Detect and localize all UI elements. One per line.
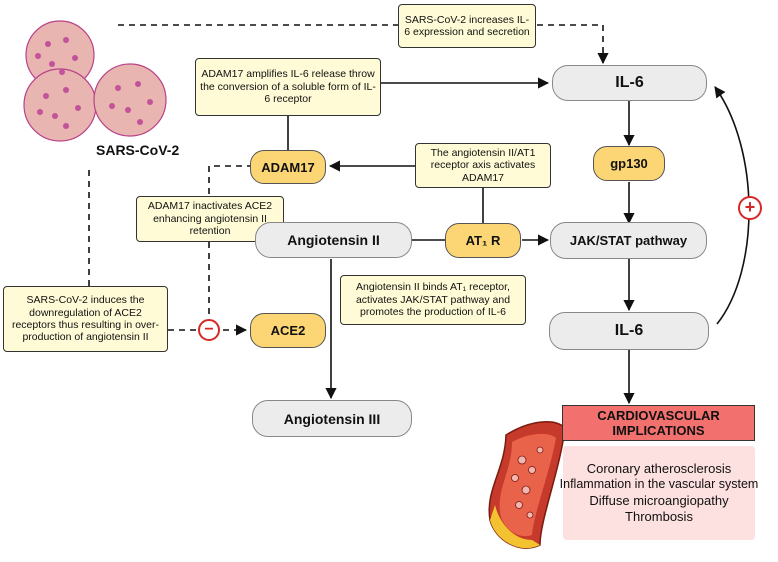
- node-at1r: AT₁ R: [445, 223, 521, 258]
- sars-cov-2-virus-illustration: [23, 20, 167, 142]
- feedback-plus-icon: +: [738, 196, 762, 220]
- note-axis-activates: The angiotensin II/AT1 receptor axis act…: [415, 143, 551, 188]
- node-gp130: gp130: [593, 146, 665, 181]
- blood-vessel-illustration: [488, 421, 566, 549]
- implication-item: Thrombosis: [625, 508, 693, 524]
- implications-header: CARDIOVASCULAR IMPLICATIONS: [562, 405, 755, 441]
- implication-item: Diffuse microangiopathy: [589, 492, 729, 508]
- dashed-adam17-to-note: [208, 165, 253, 196]
- node-il6-mid: IL-6: [549, 312, 709, 350]
- node-jak-stat: JAK/STAT pathway: [550, 222, 707, 259]
- node-adam17: ADAM17: [250, 150, 326, 184]
- inhibition-minus-icon: −: [198, 319, 220, 341]
- note-angii-binds: Angiotensin II binds AT₁ receptor, activ…: [340, 275, 526, 325]
- virus-label: SARS-CoV-2: [96, 142, 180, 158]
- note-adam17-amplifies: ADAM17 amplifies IL-6 release throw the …: [195, 58, 381, 116]
- implication-item: Inflammation in the vascular system: [559, 477, 759, 492]
- dashed-connector-note-il6: [537, 24, 609, 65]
- note-sars-downregulation: SARS-CoV-2 induces the downregulation of…: [3, 286, 168, 352]
- node-angiotensin-iii: Angiotensin III: [252, 400, 412, 437]
- note-il6-expression: SARS-CoV-2 increases IL-6 expression and…: [398, 4, 536, 48]
- node-ace2: ACE2: [250, 313, 326, 348]
- node-il6-top: IL-6: [552, 65, 707, 101]
- implication-item: Coronary atherosclerosis: [586, 460, 732, 476]
- implications-list: Coronary atherosclerosis Inflammation in…: [560, 446, 758, 540]
- node-angiotensin-ii: Angiotensin II: [255, 222, 412, 258]
